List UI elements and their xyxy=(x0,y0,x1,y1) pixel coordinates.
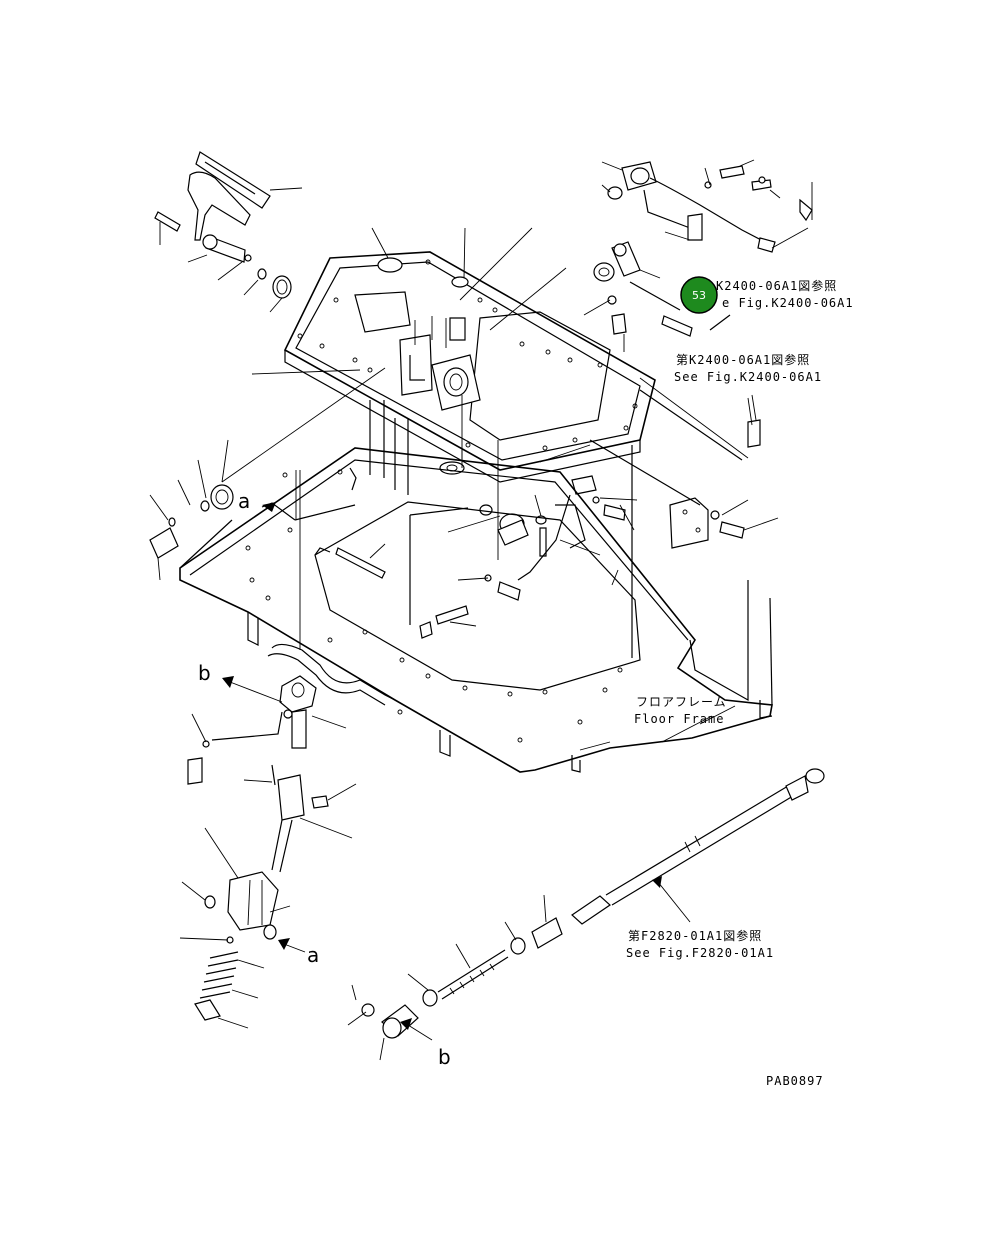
spring-bracket xyxy=(179,827,306,1029)
marker-b-lower: b xyxy=(438,1045,451,1069)
floor-plate xyxy=(283,251,656,483)
wire-harness xyxy=(267,643,396,706)
part-53-number: 53 xyxy=(692,289,706,302)
floor-frame-jp: フロアフレーム xyxy=(636,695,727,709)
marker-b-upper: b xyxy=(198,661,211,685)
reference-cable: 第F2820-01A1図参照 See Fig.F2820-01A1 xyxy=(626,928,774,960)
pivot-left xyxy=(149,367,386,581)
figure-code: PAB0897 xyxy=(766,1074,824,1088)
reference-middle-en: See Fig.K2400-06A1 xyxy=(674,370,822,384)
reference-cable-jp: 第F2820-01A1図参照 xyxy=(628,928,762,943)
lever-linkage-right xyxy=(583,231,761,461)
reference-top: K2400-06A1図参照 e Fig.K2400-06A1 xyxy=(716,278,854,310)
floor-frame-label: フロアフレーム Floor Frame xyxy=(634,695,727,726)
reference-top-en: e Fig.K2400-06A1 xyxy=(722,296,854,310)
floor-frame xyxy=(179,440,773,773)
control-cable xyxy=(347,768,825,1061)
part-53-hotspot[interactable]: 53 xyxy=(680,276,718,314)
reference-middle-jp: 第K2400-06A1図参照 xyxy=(676,352,810,367)
marker-a-lower: a xyxy=(307,943,319,967)
switch-group-middle xyxy=(419,475,638,639)
switch-group-top xyxy=(601,159,813,253)
pedal-assembly xyxy=(154,151,303,313)
center-bracket xyxy=(251,227,481,495)
right-bracket xyxy=(589,439,779,549)
reference-middle: 第K2400-06A1図参照 See Fig.K2400-06A1 xyxy=(674,352,822,384)
marker-a-upper: a xyxy=(238,489,250,513)
floor-frame-en: Floor Frame xyxy=(634,712,724,726)
reference-cable-en: See Fig.F2820-01A1 xyxy=(626,946,774,960)
leader-lines xyxy=(459,227,753,751)
linkage-lower-left xyxy=(187,675,357,873)
reference-top-jp: K2400-06A1図参照 xyxy=(716,278,837,293)
